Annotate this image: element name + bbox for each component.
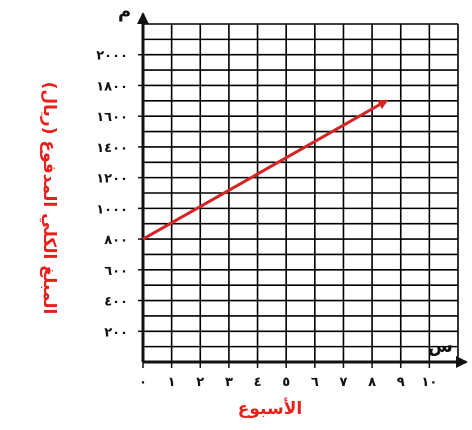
x-tick-label: ٥: [282, 375, 290, 390]
y-axis-letter: م: [118, 1, 131, 22]
x-tick-label: ٧: [339, 375, 347, 390]
x-tick-label: ١: [168, 375, 176, 390]
x-tick-label: ٨: [368, 375, 376, 390]
x-tick-label: ٣: [225, 375, 233, 390]
y-tick-labels: ٢٠٠ ٤٠٠ ٦٠٠ ٨٠٠ ١٠٠٠ ١٢٠٠ ١٤٠٠ ١٦٠٠ ١٨٠٠ ٢٠٠٠: [96, 49, 128, 341]
x-tick-label: ٩: [397, 375, 405, 390]
y-tick-label: ١٨٠٠: [96, 79, 128, 94]
series-line: [142, 99, 389, 241]
y-tick-label: ١٢٠٠: [96, 172, 128, 187]
x-tick-label: ٢: [196, 375, 204, 390]
x-tick-label: ٠: [139, 375, 147, 390]
x-axis-letter: س: [428, 336, 453, 357]
y-tick-label: ٢٠٠: [104, 325, 128, 340]
y-tick-label: ٦٠٠: [104, 264, 128, 279]
x-tick-label: ٤: [254, 375, 262, 390]
x-tick-labels: ٠ ١ ٢ ٣ ٤ ٥ ٦ ٧ ٨ ٩ ١٠: [139, 375, 437, 390]
y-axis-label: المبلغ الكلي المدفوع (ريال): [39, 82, 59, 315]
series-lines: [142, 99, 389, 241]
x-tick-label: ١٠: [421, 375, 437, 390]
y-tick-label: ١٤٠٠: [96, 141, 128, 156]
axes: [137, 12, 468, 368]
y-tick-label: ١٦٠٠: [96, 110, 128, 125]
x-tick-label: ٦: [311, 375, 319, 390]
y-tick-label: ٨٠٠: [104, 233, 128, 248]
y-tick-label: ١٠٠٠: [96, 202, 128, 217]
y-tick-label: ٤٠٠: [104, 295, 128, 310]
grid: [143, 23, 459, 362]
y-tick-label: ٢٠٠٠: [96, 49, 128, 64]
x-axis-label: الأسبوع: [238, 398, 302, 419]
